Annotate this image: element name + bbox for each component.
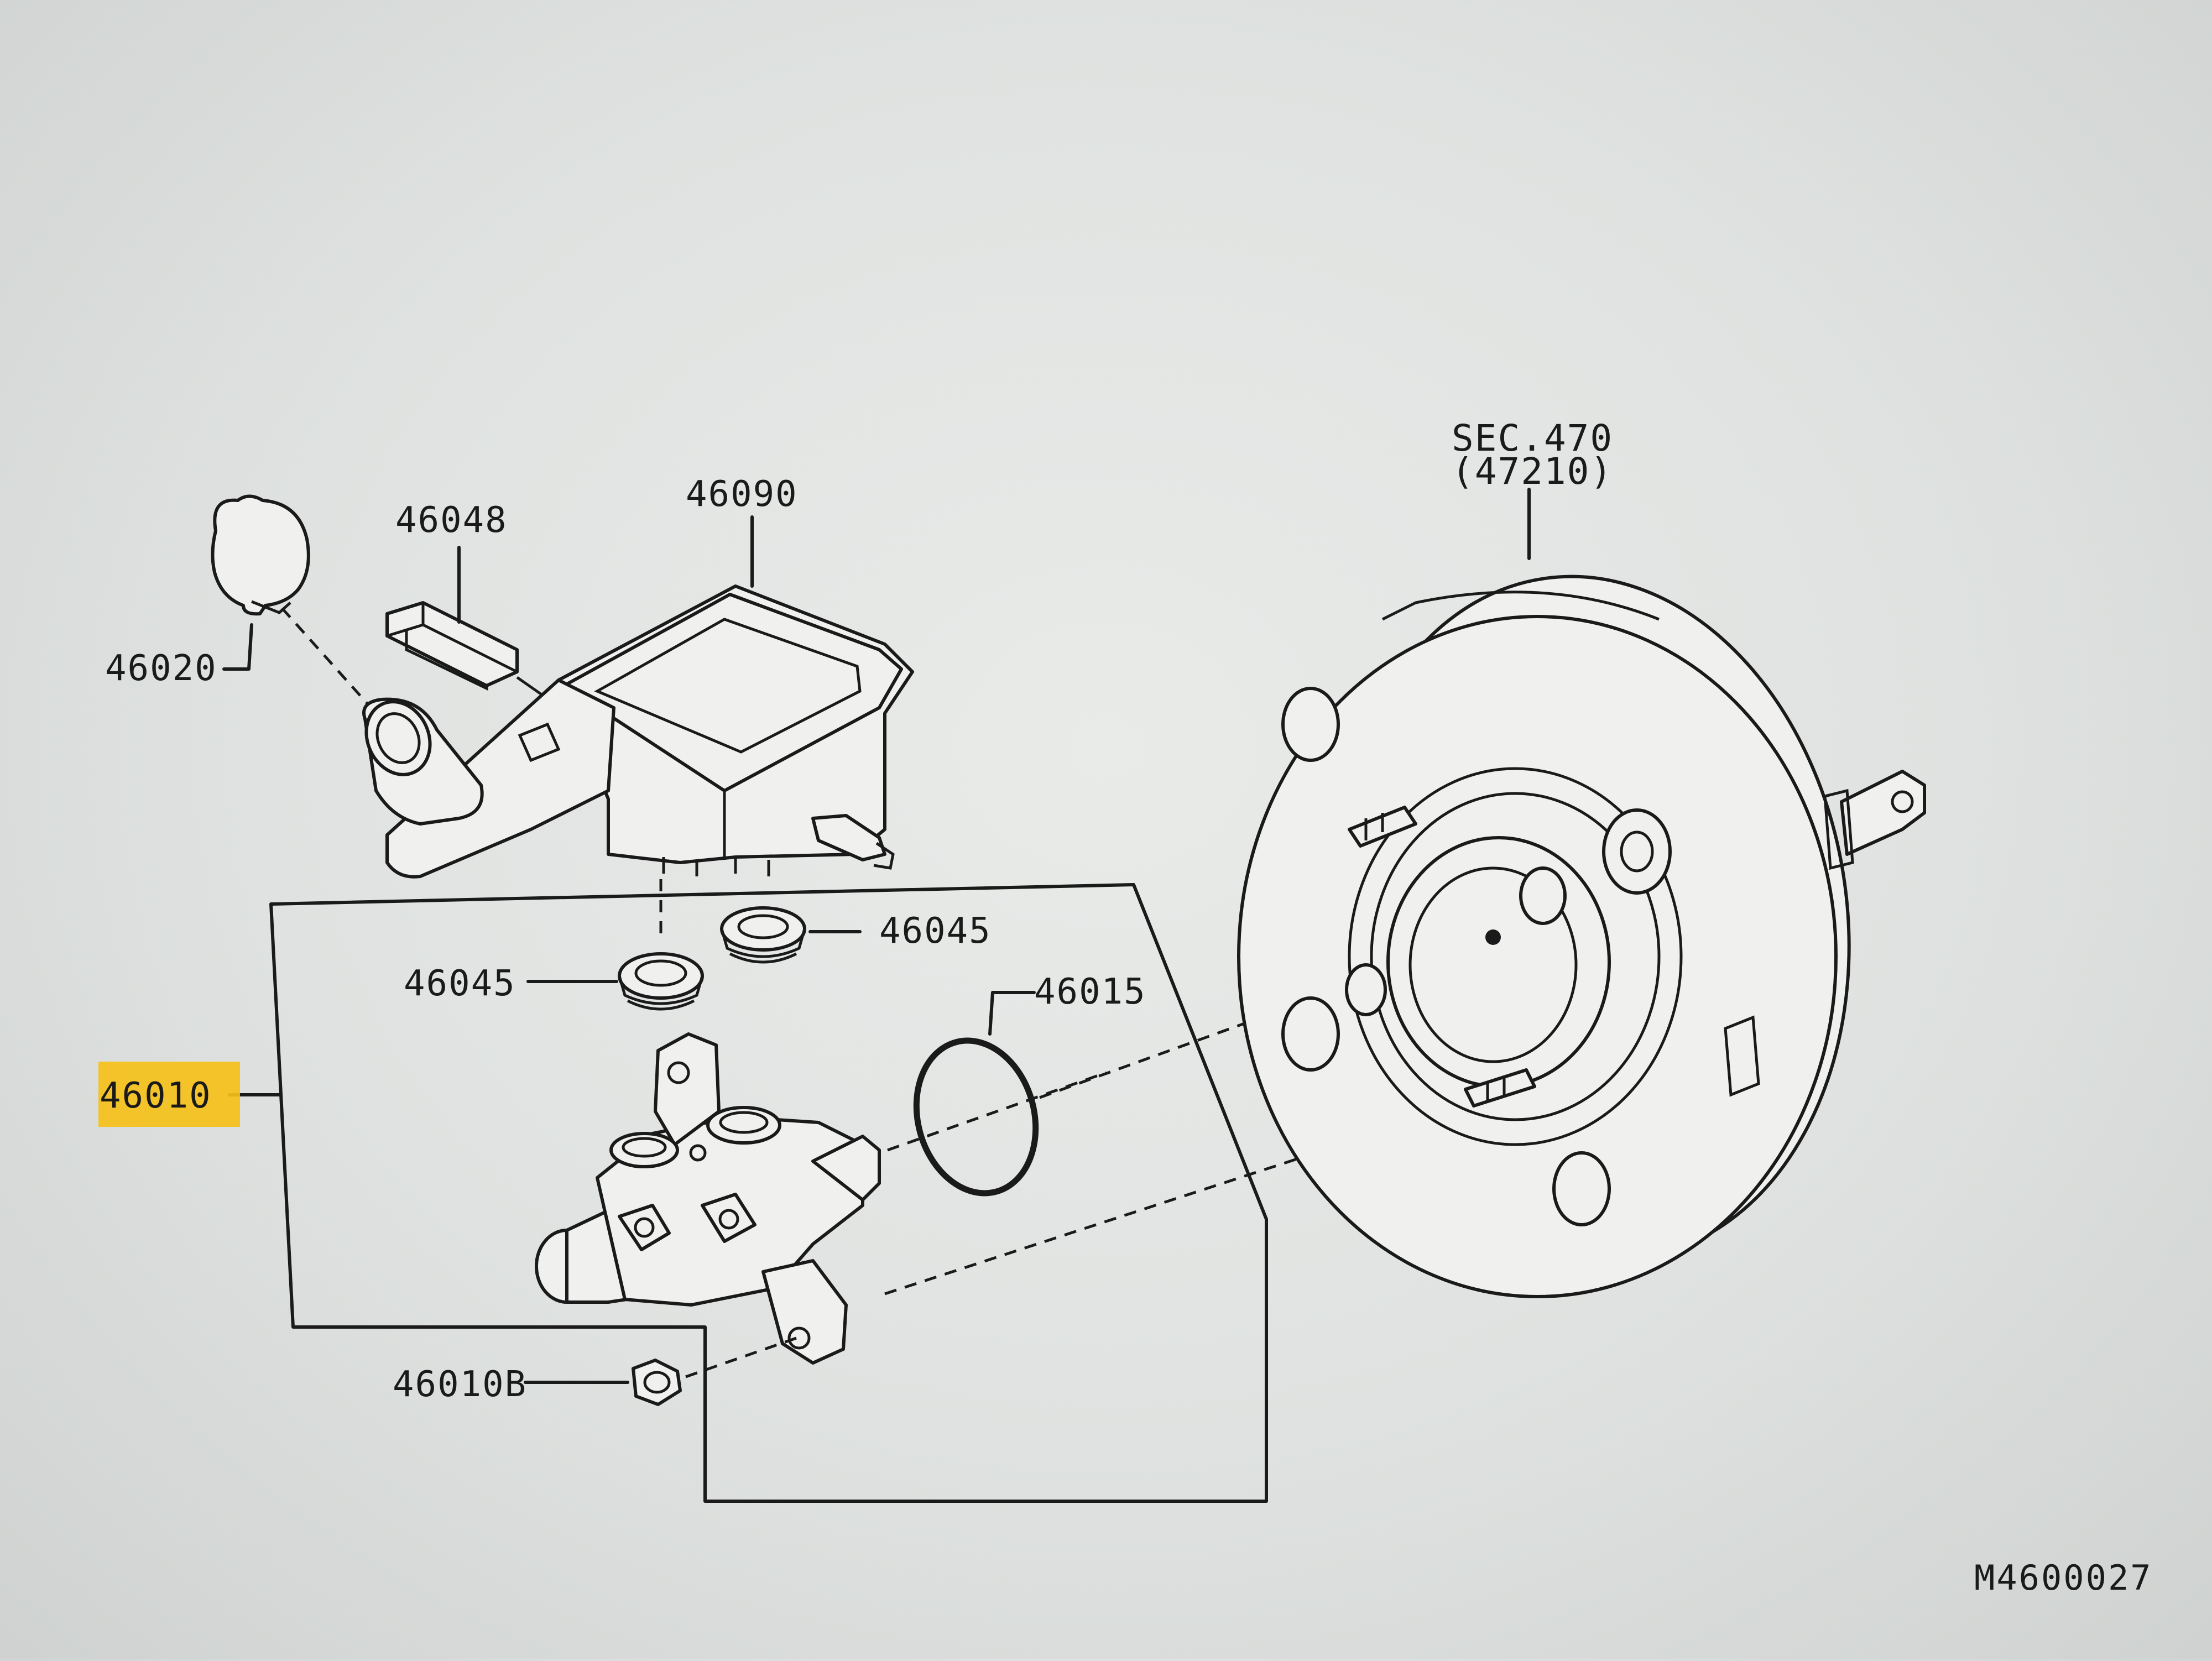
reservoir-cap[interactable] bbox=[211, 494, 310, 616]
callout-46045-right[interactable]: 46045 bbox=[879, 911, 992, 952]
callout-46048[interactable]: 46048 bbox=[395, 500, 508, 541]
o-ring[interactable] bbox=[900, 1027, 1052, 1207]
reservoir-tank[interactable] bbox=[354, 584, 914, 879]
callout-46015[interactable]: 46015 bbox=[1034, 971, 1146, 1012]
callout-46010b[interactable]: 46010B bbox=[393, 1364, 527, 1405]
callout-highlight bbox=[98, 1062, 240, 1127]
flange-nut[interactable] bbox=[632, 1359, 682, 1406]
callout-46010[interactable]: 46010 bbox=[100, 1075, 212, 1116]
callout-47210: (47210) bbox=[1452, 450, 1613, 493]
grommet-left[interactable] bbox=[618, 952, 704, 1011]
brake-booster[interactable] bbox=[1237, 543, 1926, 1298]
callout-sec470[interactable]: SEC.470 bbox=[1452, 417, 1613, 459]
callout-46045-left[interactable]: 46045 bbox=[404, 963, 516, 1004]
grommet-right[interactable] bbox=[720, 906, 806, 964]
reservoir-clip[interactable] bbox=[385, 601, 519, 691]
callout-46090[interactable]: 46090 bbox=[686, 474, 798, 515]
master-cylinder[interactable] bbox=[535, 1032, 881, 1365]
callout-46020[interactable]: 46020 bbox=[105, 648, 217, 689]
assembly-outline bbox=[269, 883, 1268, 1503]
figure-code: M4600027 bbox=[1974, 1558, 2153, 1598]
